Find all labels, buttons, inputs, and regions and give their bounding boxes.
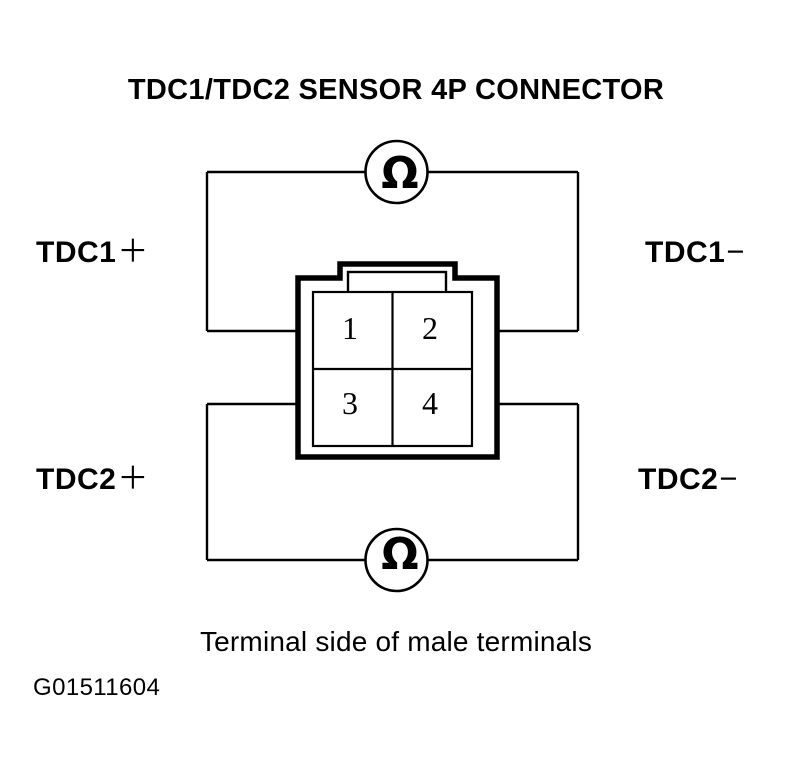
minus-sign-icon: − [719, 461, 738, 496]
label-tdc2-positive-name: TDC2 [36, 463, 117, 496]
connector-key-tab [346, 270, 448, 296]
label-tdc1-negative-name: TDC1 [645, 236, 726, 269]
key-tab-rect [346, 270, 448, 296]
plus-sign-icon: ＋ [117, 461, 149, 496]
ohmmeter-top [364, 139, 429, 205]
terminal-number-2: 2 [422, 310, 438, 346]
ohm-symbol-icon: Ω [381, 148, 419, 199]
label-tdc1-positive: TDC1＋ [36, 236, 149, 268]
label-tdc1-positive-name: TDC1 [36, 236, 117, 269]
terminal-number-4: 4 [422, 385, 438, 421]
ohmmeter-bottom [364, 527, 429, 593]
terminal-grid [311, 290, 474, 448]
terminal-number-1: 1 [342, 310, 358, 346]
page-title: TDC1/TDC2 SENSOR 4P CONNECTOR [127, 74, 665, 106]
plus-sign-icon: ＋ [117, 234, 149, 269]
figure-id-code: G01511604 [33, 674, 161, 701]
ohmmeter-bottom-circle [364, 527, 429, 593]
ohm-symbol-icon: Ω [381, 529, 419, 580]
ohmmeter-top-circle [364, 139, 429, 205]
terminal-number-3: 3 [342, 385, 358, 421]
figure-caption: Terminal side of male terminals [199, 626, 593, 657]
label-tdc2-negative-name: TDC2 [638, 463, 719, 496]
label-tdc1-negative: TDC1− [645, 236, 745, 268]
label-tdc2-negative: TDC2− [638, 463, 738, 495]
label-tdc2-positive: TDC2＋ [36, 463, 149, 495]
minus-sign-icon: − [726, 234, 745, 269]
